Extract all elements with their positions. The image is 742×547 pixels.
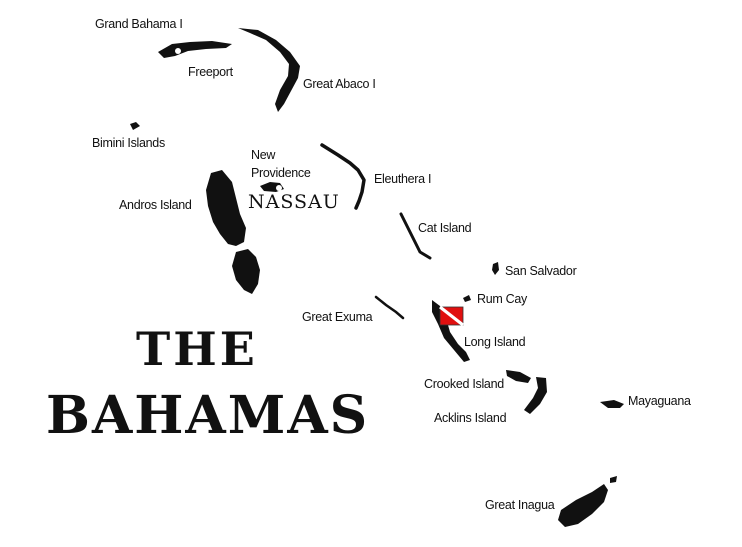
label-new-providence-1: New	[251, 148, 276, 162]
label-crooked-island: Crooked Island	[424, 377, 504, 391]
great-inagua-island	[558, 484, 608, 527]
label-eleuthera: Eleuthera I	[374, 172, 432, 186]
rum-cay-island	[463, 295, 471, 302]
bimini-island	[130, 122, 140, 130]
label-great-inagua: Great Inagua	[485, 498, 555, 512]
acklins-island	[524, 377, 547, 414]
label-long-island: Long Island	[464, 335, 526, 349]
freeport-dot	[175, 48, 181, 54]
great-abaco-island	[238, 28, 300, 112]
andros-south-island	[232, 249, 260, 294]
label-great-abaco: Great Abaco I	[303, 77, 376, 91]
dive-flag-icon	[439, 305, 464, 327]
label-new-providence-2: Providence	[251, 166, 311, 180]
label-rum-cay: Rum Cay	[477, 292, 527, 306]
little-inagua-island	[610, 476, 617, 483]
nassau-dot	[276, 185, 282, 191]
label-freeport: Freeport	[188, 65, 233, 79]
andros-island	[206, 170, 246, 246]
map-title-line2: BAHAMAS	[46, 385, 370, 446]
great-exuma-island	[374, 295, 405, 320]
label-mayaguana: Mayaguana	[628, 394, 691, 408]
label-san-salvador: San Salvador	[505, 264, 577, 278]
grand-bahama-island	[158, 41, 232, 58]
label-cat-island: Cat Island	[418, 221, 472, 235]
eleuthera-island	[320, 143, 366, 210]
label-bimini: Bimini Islands	[92, 136, 165, 150]
crooked-island	[506, 370, 531, 383]
san-salvador-island	[492, 262, 499, 275]
label-great-exuma: Great Exuma	[302, 310, 373, 324]
label-acklins: Acklins Island	[434, 411, 507, 425]
capital-label: NASSAU	[248, 191, 340, 213]
label-andros: Andros Island	[119, 198, 192, 212]
mayaguana-island	[600, 400, 624, 408]
cat-island	[399, 212, 432, 260]
map-title-line1: THE	[136, 322, 258, 376]
label-grand-bahama: Grand Bahama I	[95, 17, 183, 31]
